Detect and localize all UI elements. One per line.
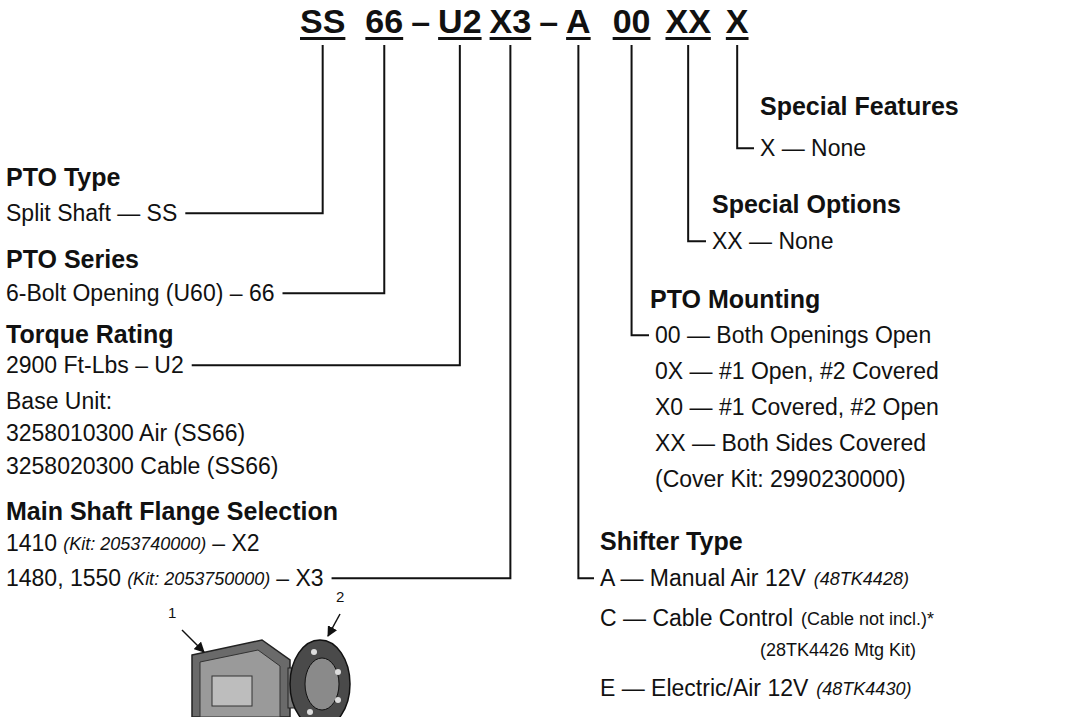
option-text: X — None [760, 135, 866, 161]
code-segment: A [566, 2, 591, 41]
leader-line [737, 45, 754, 148]
callout-number: 1 [168, 604, 176, 621]
kit-number: (Kit: 2053750000) [127, 569, 270, 590]
option-text: A — Manual Air 12V [600, 565, 806, 591]
kit-number: (48TK4428) [814, 569, 909, 590]
section-heading: Special Options [712, 190, 901, 219]
leader-line [632, 45, 649, 335]
code-segment: 66 [365, 2, 403, 41]
code-segment: U2 [438, 2, 481, 41]
option-text: 0X — #1 Open, #2 Covered [655, 358, 939, 384]
kit-number: (48TK4430) [816, 679, 911, 700]
code-dash: – [539, 2, 558, 41]
code-segment: SS [300, 2, 345, 41]
pto-housing [192, 640, 350, 717]
leader-line [578, 45, 594, 578]
option-code: – X3 [276, 565, 323, 591]
option-text: 00 — Both Openings Open [655, 322, 931, 348]
section-heading: Main Shaft Flange Selection [6, 497, 338, 526]
kit-number: (Kit: 2053740000) [63, 534, 206, 555]
option-text: E — Electric/Air 12V [600, 675, 808, 701]
code-segment: X [726, 2, 749, 41]
callout-number: 2 [336, 588, 344, 605]
section-heading: Shifter Type [600, 527, 743, 556]
callout-arrow [328, 614, 340, 636]
code-segment: 00 [613, 2, 651, 41]
option-text: 6-Bolt Opening (U60) – 66 [6, 280, 275, 306]
section-heading: PTO Mounting [650, 285, 820, 314]
option-text: X0 — #1 Covered, #2 Open [655, 394, 939, 420]
section-heading: PTO Series [6, 245, 139, 274]
option-text: XX — None [712, 228, 833, 254]
section-heading: PTO Type [6, 163, 120, 192]
code-segment: XX [665, 2, 710, 41]
leader-line [332, 45, 511, 578]
kit-number: (28TK4426 Mtg Kit) [760, 640, 916, 661]
leader-line [688, 45, 706, 241]
option-text: Split Shaft — SS [6, 200, 177, 226]
callout-arrow [182, 630, 204, 652]
leader-line [185, 45, 322, 213]
code-dash: – [411, 2, 430, 41]
note-text: Base Unit: [6, 388, 112, 414]
section-heading: Torque Rating [6, 320, 174, 349]
option-code: – X2 [212, 530, 259, 556]
option-text: 2900 Ft-Lbs – U2 [6, 352, 184, 378]
leader-line [192, 45, 460, 365]
option-text: XX — Both Sides Covered [655, 430, 926, 456]
code-segment: X3 [490, 2, 532, 41]
section-heading: Special Features [760, 92, 959, 121]
kit-number: (Cover Kit: 2990230000) [655, 466, 906, 492]
option-text: 1480, 1550 [6, 565, 121, 591]
option-text: 1410 [6, 530, 57, 556]
leader-line [283, 45, 385, 293]
option-text: C — Cable Control [600, 605, 793, 631]
note-text: (Cable not incl.)* [801, 609, 934, 630]
part-number: 3258010300 Air (SS66) [6, 420, 245, 446]
part-number: 3258020300 Cable (SS66) [6, 453, 278, 479]
